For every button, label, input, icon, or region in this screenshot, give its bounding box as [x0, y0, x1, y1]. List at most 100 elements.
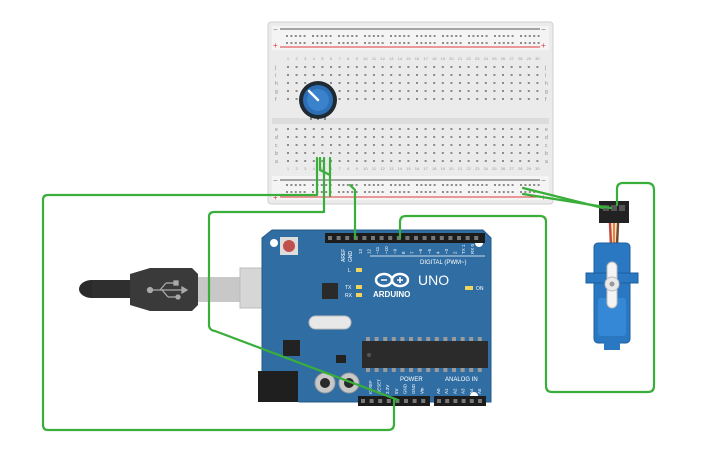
rail-hole[interactable] [364, 191, 366, 193]
rail-hole[interactable] [481, 35, 484, 37]
rail-hole[interactable] [472, 35, 475, 37]
strip-hole[interactable] [424, 66, 427, 68]
header-pin[interactable] [361, 399, 365, 403]
header-pin[interactable] [336, 236, 341, 240]
strip-hole[interactable] [338, 90, 341, 92]
wire-servo-gnd[interactable] [521, 192, 613, 210]
rail-hole[interactable] [329, 35, 332, 37]
strip-hole[interactable] [502, 90, 504, 92]
strip-hole[interactable] [295, 82, 298, 84]
header-pin[interactable] [448, 236, 453, 240]
strip-hole[interactable] [467, 136, 470, 138]
rail-hole[interactable] [398, 184, 401, 186]
rail-hole[interactable] [485, 191, 488, 193]
rail-hole[interactable] [416, 42, 418, 44]
strip-hole[interactable] [484, 82, 487, 84]
strip-hole[interactable] [364, 160, 367, 162]
rail-hole[interactable] [290, 42, 293, 44]
rail-hole[interactable] [342, 35, 345, 37]
header-pin[interactable] [396, 236, 401, 240]
rail-hole[interactable] [320, 35, 323, 37]
strip-hole[interactable] [390, 66, 393, 68]
rail-hole[interactable] [368, 191, 371, 193]
strip-hole[interactable] [527, 160, 530, 162]
strip-hole[interactable] [287, 82, 289, 84]
rail-hole[interactable] [299, 184, 302, 186]
rail-hole[interactable] [312, 42, 314, 44]
rail-hole[interactable] [294, 184, 297, 186]
rail-hole[interactable] [390, 42, 392, 44]
rail-hole[interactable] [294, 191, 297, 193]
rail-hole[interactable] [316, 35, 319, 37]
rail-hole[interactable] [433, 184, 436, 186]
rail-hole[interactable] [394, 191, 397, 193]
strip-hole[interactable] [450, 98, 453, 100]
rail-hole[interactable] [290, 35, 293, 37]
rail-hole[interactable] [420, 42, 423, 44]
rail-hole[interactable] [429, 191, 432, 193]
header-pin[interactable] [422, 236, 427, 240]
rail-hole[interactable] [507, 184, 510, 186]
strip-hole[interactable] [433, 160, 436, 162]
strip-hole[interactable] [338, 136, 341, 138]
top-rail-holes[interactable] [286, 35, 540, 44]
strip-hole[interactable] [304, 136, 307, 138]
strip-hole[interactable] [355, 74, 358, 76]
strip-hole[interactable] [381, 74, 384, 76]
rail-hole[interactable] [476, 184, 479, 186]
strip-hole[interactable] [407, 98, 410, 100]
strip-hole[interactable] [304, 74, 307, 76]
strip-hole[interactable] [355, 98, 358, 100]
rail-hole[interactable] [381, 35, 384, 37]
strip-hole[interactable] [390, 74, 393, 76]
rail-hole[interactable] [351, 184, 354, 186]
rail-hole[interactable] [377, 42, 380, 44]
strip-hole[interactable] [398, 136, 401, 138]
strip-hole[interactable] [390, 152, 393, 154]
strip-hole[interactable] [312, 152, 315, 154]
strip-hole[interactable] [381, 144, 384, 146]
strip-hole[interactable] [459, 144, 461, 146]
rail-hole[interactable] [416, 35, 418, 37]
header-pin[interactable] [445, 399, 450, 403]
strip-hole[interactable] [502, 74, 504, 76]
rail-hole[interactable] [507, 42, 510, 44]
strip-hole[interactable] [459, 74, 461, 76]
header-pin[interactable] [474, 236, 479, 240]
rail-hole[interactable] [442, 184, 444, 186]
rail-hole[interactable] [316, 42, 319, 44]
strip-hole[interactable] [502, 152, 504, 154]
strip-hole[interactable] [295, 90, 298, 92]
strip-hole[interactable] [441, 90, 444, 92]
power-jack[interactable] [258, 371, 298, 402]
strip-hole[interactable] [527, 82, 530, 84]
strip-hole[interactable] [536, 160, 539, 162]
rail-hole[interactable] [294, 42, 297, 44]
rail-hole[interactable] [537, 35, 540, 37]
strip-hole[interactable] [502, 128, 504, 130]
strip-hole[interactable] [407, 128, 410, 130]
strip-hole[interactable] [476, 128, 479, 130]
rail-hole[interactable] [377, 191, 380, 193]
strip-hole[interactable] [484, 90, 487, 92]
rail-hole[interactable] [472, 184, 475, 186]
rail-hole[interactable] [502, 35, 505, 37]
rail-hole[interactable] [303, 184, 306, 186]
strip-hole[interactable] [493, 136, 496, 138]
strip-hole[interactable] [364, 136, 367, 138]
rail-hole[interactable] [533, 184, 536, 186]
strip-hole[interactable] [364, 98, 367, 100]
strip-hole[interactable] [536, 90, 539, 92]
strip-hole[interactable] [527, 128, 530, 130]
strip-hole[interactable] [450, 128, 453, 130]
strip-hole[interactable] [330, 152, 332, 154]
strip-hole[interactable] [390, 98, 393, 100]
strip-hole[interactable] [321, 152, 324, 154]
strip-hole[interactable] [424, 74, 427, 76]
strip-hole[interactable] [467, 144, 470, 146]
header-pin[interactable] [461, 399, 466, 403]
strip-hole[interactable] [527, 152, 530, 154]
rail-hole[interactable] [407, 191, 410, 193]
strip-hole[interactable] [536, 98, 539, 100]
strip-hole[interactable] [407, 160, 410, 162]
